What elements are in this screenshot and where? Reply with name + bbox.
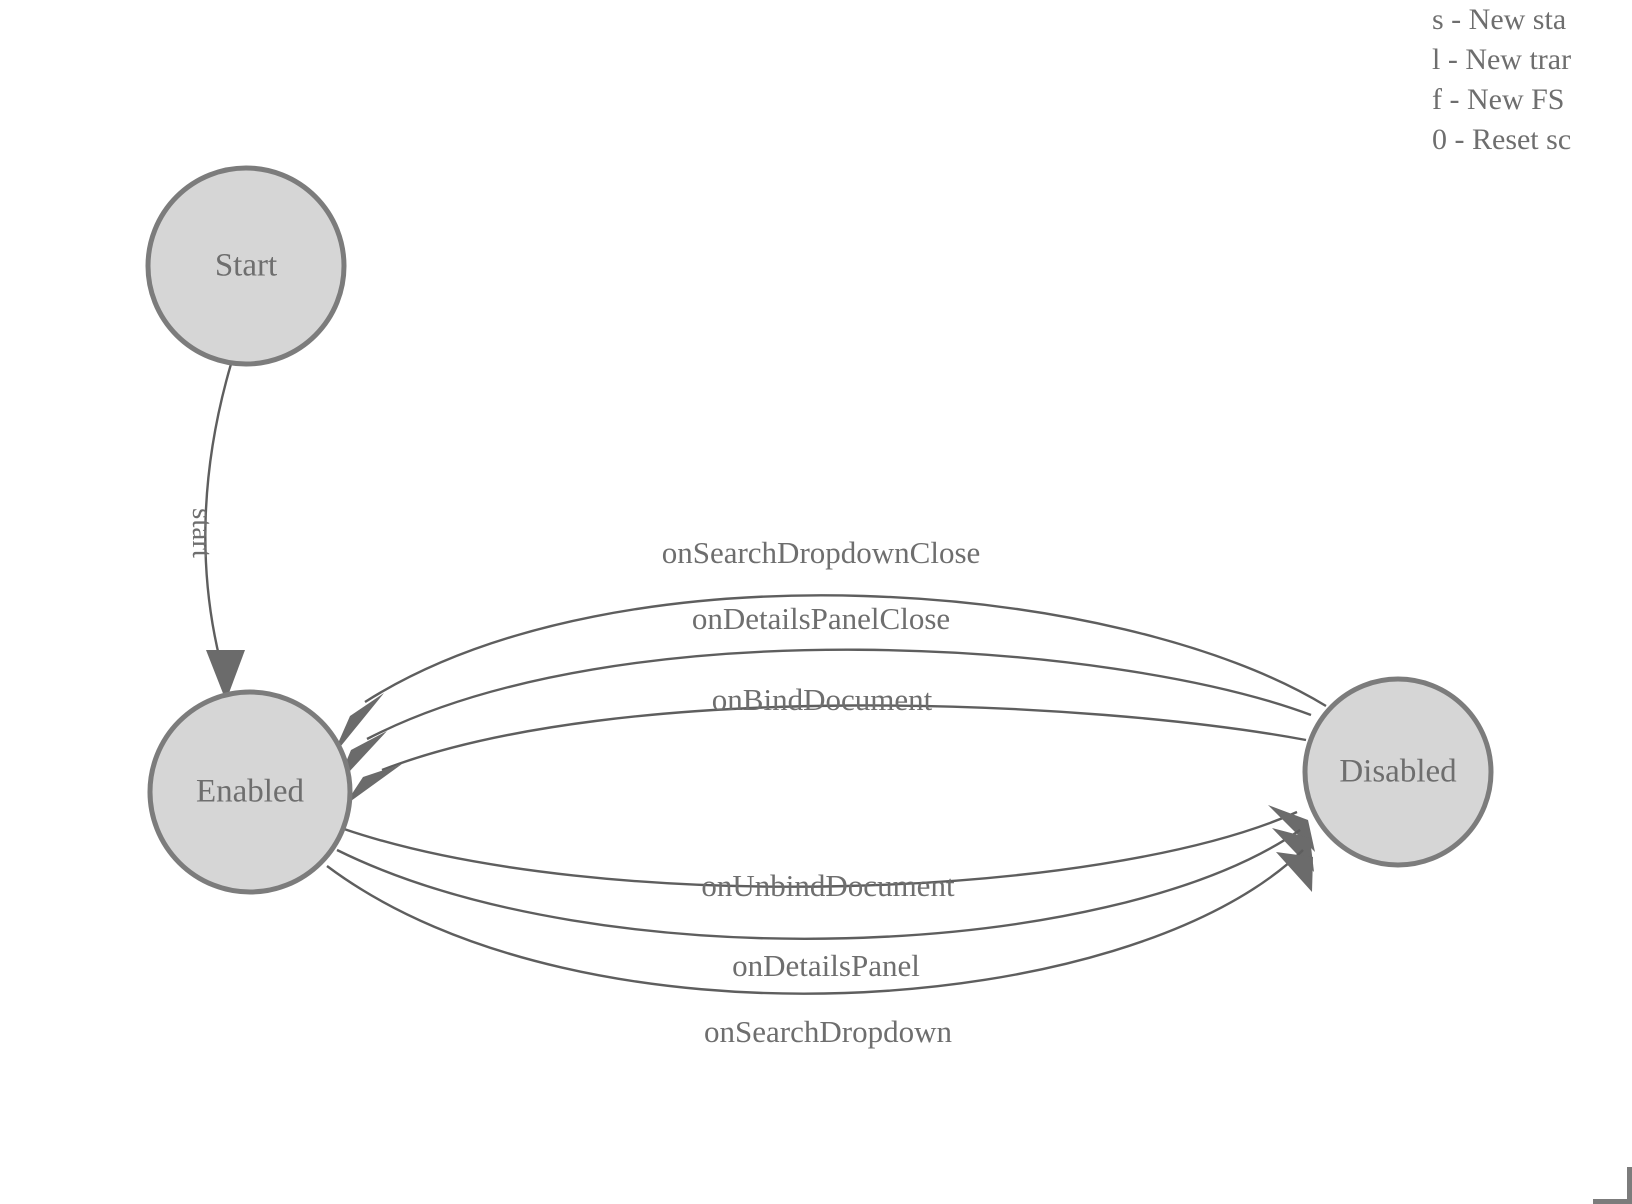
node-enabled-label: Enabled <box>196 774 305 810</box>
edge-path-onsearchdropdown[interactable] <box>326 849 1304 995</box>
edge-label-start: start <box>186 508 218 558</box>
edge-label-onsearchdropdownclose: onSearchDropdownClose <box>662 535 981 570</box>
edge-disabled-to-enabled-detailspanelclose[interactable] <box>336 648 1312 786</box>
node-start-circle[interactable] <box>145 165 347 367</box>
panel-corner-mark <box>1593 1167 1632 1204</box>
node-start-label: Start <box>215 248 277 284</box>
edge-path-ondetailspanelclose[interactable] <box>366 648 1312 741</box>
edge-label-ondetailspanelclose: onDetailsPanelClose <box>692 601 950 636</box>
node-disabled[interactable]: Disabled <box>1302 676 1494 868</box>
edge-enabled-to-disabled-searchdropdown[interactable] <box>326 849 1313 995</box>
edge-label-onunbinddocument: onUnbindDocument <box>701 868 955 903</box>
edge-label-start-text: start <box>186 508 218 558</box>
edge-path-start-enabled[interactable] <box>204 363 233 661</box>
node-enabled[interactable]: Enabled <box>147 689 353 895</box>
edge-disabled-to-enabled-binddocument[interactable] <box>344 704 1307 806</box>
edge-disabled-to-enabled-searchdropdownclose[interactable] <box>332 594 1327 757</box>
edge-label-onsearchdropdown: onSearchDropdown <box>704 1014 952 1049</box>
edge-path-ondetailspanel[interactable] <box>336 829 1301 940</box>
arrowhead-onbinddocument <box>344 764 402 806</box>
edge-path-onsearchdropdownclose[interactable] <box>364 594 1327 708</box>
edge-label-onbinddocument: onBindDocument <box>712 682 933 717</box>
arrowhead-onsearchdropdownclose <box>332 693 384 757</box>
edge-start-to-enabled[interactable] <box>204 363 245 701</box>
arrowhead-onsearchdropdown <box>1276 852 1313 892</box>
node-disabled-label: Disabled <box>1339 754 1457 790</box>
edge-path-onbinddocument[interactable] <box>381 704 1307 772</box>
arrowhead-start-enabled <box>206 650 245 701</box>
node-start[interactable]: Start <box>145 165 347 367</box>
node-disabled-circle[interactable] <box>1302 676 1494 868</box>
edge-path-onunbinddocument[interactable] <box>343 810 1298 888</box>
edge-label-ondetailspanel: onDetailsPanel <box>732 948 920 983</box>
node-enabled-circle[interactable] <box>147 689 353 895</box>
